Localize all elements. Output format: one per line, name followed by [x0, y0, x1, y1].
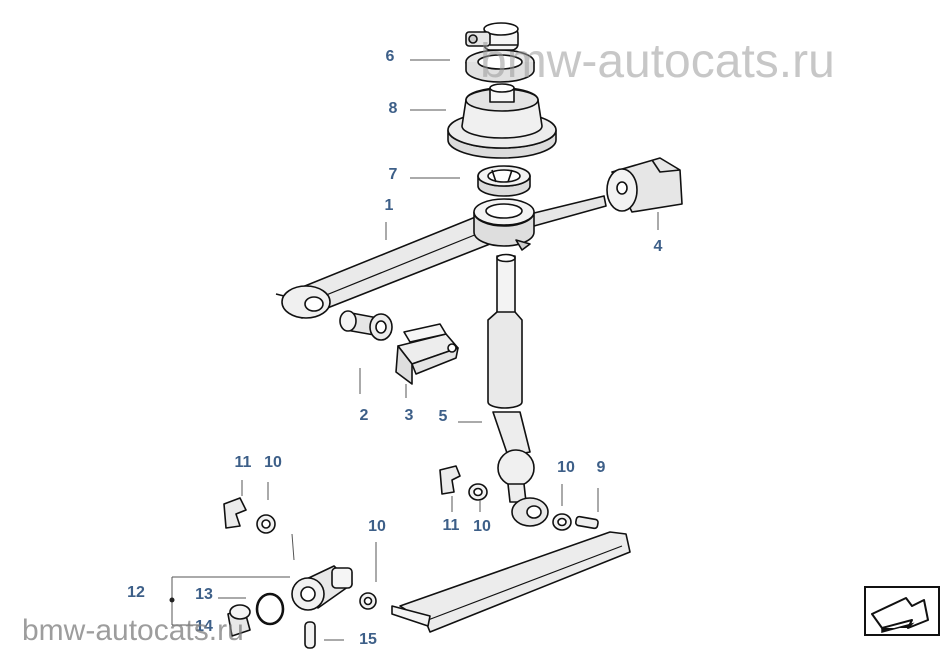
callout-13[interactable]: 13 [195, 586, 213, 603]
part-5-shift-rod [487, 253, 549, 527]
watermark-top: bmw-autocats.ru [480, 35, 835, 88]
part-11-clip-upper [439, 465, 461, 495]
watermark-bottom: bmw-autocats.ru [22, 614, 244, 647]
callout-11-left[interactable]: 11 [234, 454, 252, 471]
callout-1[interactable]: 1 [384, 197, 394, 214]
part-13-circlip [255, 592, 285, 626]
part-12-joint-coupling [291, 565, 353, 611]
callout-10-left[interactable]: 10 [264, 454, 282, 471]
part-14-small-bushing [227, 604, 251, 637]
callout-10-center[interactable]: 10 [473, 518, 491, 535]
callout-10-lower[interactable]: 10 [368, 518, 386, 535]
part-11-clip-lower [223, 497, 247, 529]
arrow-back-icon [871, 597, 929, 633]
part-10-washer-lower [359, 592, 377, 610]
part-6-clamp-ring [465, 22, 535, 83]
back-navigation-button[interactable] [864, 586, 940, 636]
part-8-boot [447, 83, 557, 159]
part-3-bracket [395, 323, 459, 385]
leader-junction-dot [169, 597, 175, 603]
callout-4[interactable]: 4 [653, 238, 663, 255]
leader-lines [171, 59, 659, 641]
callout-15[interactable]: 15 [359, 631, 377, 648]
part-1-lever-arm [275, 195, 607, 319]
callout-3[interactable]: 3 [404, 407, 414, 424]
part-10-washer-upper-left [468, 483, 488, 501]
callout-5[interactable]: 5 [438, 408, 448, 425]
callout-14[interactable]: 14 [195, 618, 213, 635]
callout-11-center[interactable]: 11 [442, 517, 460, 534]
part-4-damper [606, 157, 683, 213]
part-10-washer-upper-right [552, 513, 572, 531]
callout-9[interactable]: 9 [596, 459, 606, 476]
callout-12[interactable]: 12 [127, 584, 145, 601]
callout-8[interactable]: 8 [388, 100, 398, 117]
callout-6[interactable]: 6 [385, 48, 395, 65]
part-2-bushing [339, 310, 393, 341]
part-10-washer-left [256, 514, 276, 534]
part-7-bearing-ring [477, 165, 531, 197]
part-15-pin [304, 621, 316, 649]
callout-10-right[interactable]: 10 [557, 459, 575, 476]
part-9-connecting-rod [391, 515, 631, 633]
callout-2[interactable]: 2 [359, 407, 369, 424]
callout-7[interactable]: 7 [388, 166, 398, 183]
